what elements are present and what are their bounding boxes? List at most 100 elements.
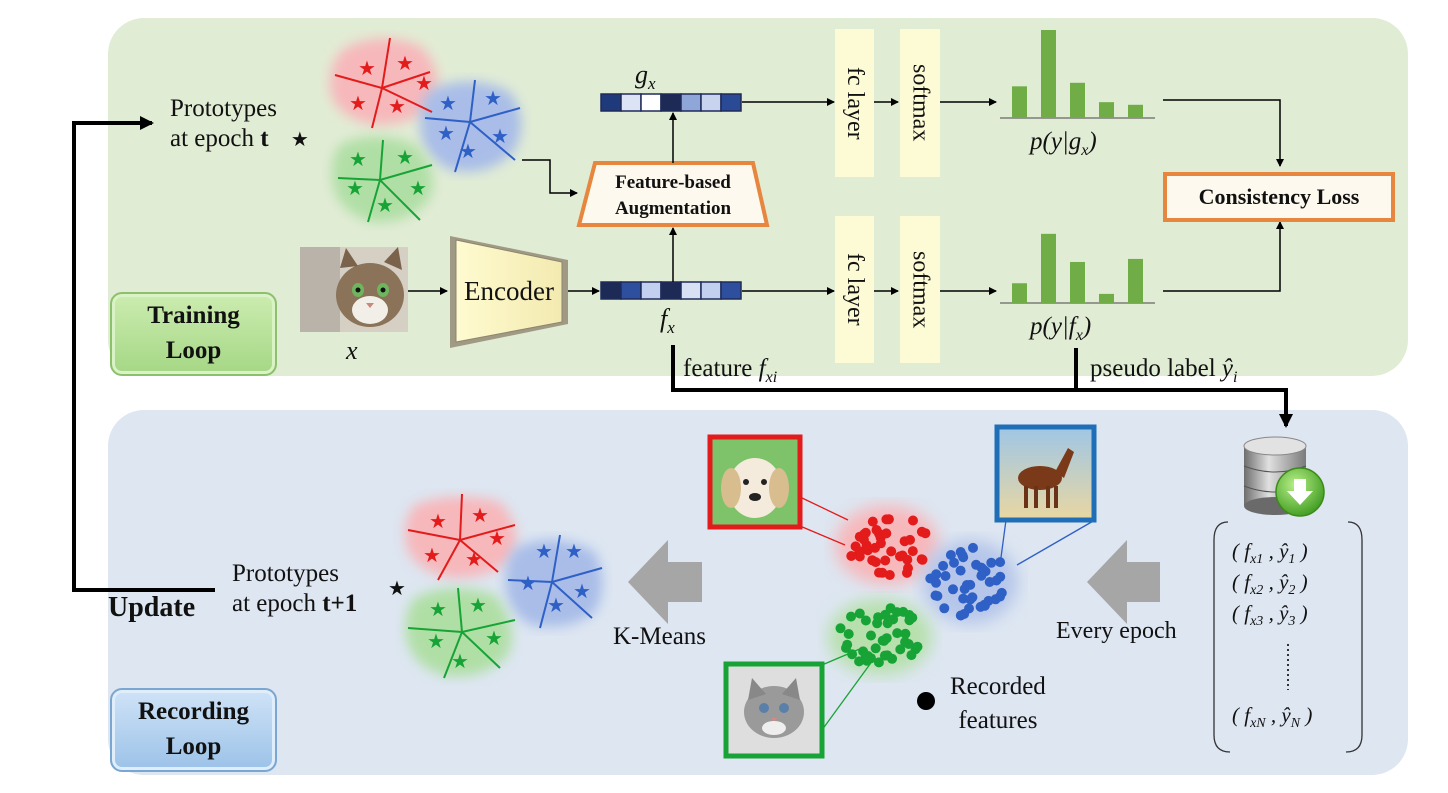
fx-label: fx	[660, 304, 675, 338]
p-fx-label: p(y|fx)	[1030, 313, 1092, 344]
histogram-bar	[1070, 82, 1085, 118]
encoder-block	[450, 236, 568, 348]
gx-histogram	[1000, 30, 1155, 119]
recorded-feature-dot	[900, 628, 911, 639]
recorded-feature-dot	[867, 516, 878, 527]
recorded-feature-dot	[906, 650, 917, 661]
recorded-feature-dot	[843, 629, 854, 639]
histogram-bar	[1099, 102, 1114, 118]
svg-text:★: ★	[396, 51, 414, 75]
recorded-feature-dot	[887, 653, 898, 664]
histogram-bar	[1128, 104, 1143, 118]
svg-text:★: ★	[439, 91, 457, 115]
svg-text:★: ★	[346, 176, 364, 200]
fx-feature-vector	[600, 281, 742, 300]
fx-histogram	[1000, 233, 1155, 304]
svg-text:★: ★	[547, 593, 565, 617]
pair-row-n: ( fxN , ŷN )	[1232, 703, 1313, 732]
recorded-feature-dot	[975, 601, 986, 612]
svg-text:★: ★	[471, 503, 489, 527]
recorded-feature-dot	[905, 534, 915, 545]
recorded-feature-dot	[939, 603, 950, 614]
histogram-bar	[1041, 30, 1056, 118]
recorded-feature-dot	[945, 550, 956, 560]
green-stars: ★★★ ★★	[346, 145, 427, 217]
recorded-feature-dot	[841, 643, 851, 653]
puppy-thumbnail	[707, 434, 803, 530]
pair-list-brackets	[1213, 521, 1363, 753]
star-icon: ★	[388, 576, 406, 600]
svg-text:★: ★	[535, 539, 553, 563]
blue-cluster-boundaries	[424, 79, 521, 173]
recorded-feature-dot	[872, 618, 883, 629]
recorded-feature-dot	[931, 569, 942, 580]
recorded-feature-dot	[907, 612, 918, 623]
recorded-feature-dot	[903, 639, 914, 649]
svg-text:★: ★	[519, 571, 537, 595]
svg-text:★: ★	[485, 626, 503, 650]
recorded-feature-dot	[860, 527, 871, 538]
recorded-feature-dot	[871, 525, 882, 535]
recorded-feature-dot	[860, 615, 871, 626]
svg-text:★: ★	[427, 629, 445, 653]
recorded-feature-dot	[958, 593, 969, 604]
recorded-feature-clusters	[828, 505, 1018, 710]
svg-text:★: ★	[437, 121, 455, 145]
recorded-feature-dot	[940, 571, 951, 581]
recorded-feature-dot	[938, 560, 949, 571]
consistency-loss-box: Consistency Loss	[1163, 172, 1395, 222]
recorded-feature-dot	[866, 630, 876, 641]
recorded-feature-dot	[907, 546, 918, 557]
svg-text:★: ★	[376, 193, 394, 217]
svg-text:★: ★	[358, 56, 376, 80]
update-label: Update	[108, 592, 196, 623]
blue-cluster-blob	[419, 81, 522, 172]
p-gx-label: p(y|gx)	[1030, 128, 1097, 159]
red-cluster-boundaries	[334, 37, 433, 129]
recorded-feature-dot	[891, 607, 902, 618]
recorded-feature-dot	[959, 609, 970, 619]
recorded-feature-dot	[870, 643, 881, 654]
svg-text:★: ★	[396, 145, 414, 169]
gx-feature-vector	[600, 93, 742, 112]
histogram-bar	[1128, 258, 1143, 303]
histogram-bar	[1099, 293, 1114, 303]
svg-text:★: ★	[573, 579, 591, 603]
svg-text:★: ★	[484, 86, 502, 110]
svg-text:★: ★	[465, 547, 483, 571]
svg-text:★: ★	[349, 147, 367, 171]
blue-stars: ★★★ ★★	[437, 86, 509, 163]
svg-text:★: ★	[423, 543, 441, 567]
pseudo-label-text: pseudo label ŷi	[1090, 355, 1238, 386]
softmax-top: softmax	[900, 29, 940, 177]
database-icon	[1243, 436, 1325, 517]
kmeans-arrow-icon	[628, 540, 702, 624]
kmeans-label: K-Means	[613, 623, 707, 650]
recorded-feature-dot	[881, 528, 892, 539]
recorded-feature-dot	[884, 570, 895, 580]
star-icon: ★	[290, 127, 309, 151]
recorded-feature-dot	[996, 587, 1007, 598]
svg-text:★: ★	[409, 176, 427, 200]
recorded-feature-dot	[882, 618, 893, 629]
kitten-thumbnail	[723, 661, 825, 759]
recorded-feature-dot	[955, 565, 966, 576]
recorded-feature-dot	[990, 594, 1001, 605]
recorded-feature-dot	[846, 551, 857, 561]
recorded-feature-dot	[877, 635, 888, 646]
recorded-feature-legend-dot	[917, 692, 935, 710]
gx-label: gx	[635, 60, 656, 94]
red-stars: ★★★ ★★	[349, 51, 433, 118]
training-prototypes-label: Prototypes at epoch t ★	[170, 95, 309, 152]
histogram-bar	[1012, 283, 1027, 303]
svg-text:★: ★	[429, 509, 447, 533]
augmentation-box	[576, 161, 770, 227]
every-epoch-label: Every epoch	[1056, 618, 1177, 644]
recorded-feature-dot	[880, 555, 891, 566]
recorded-feature-dot	[881, 514, 892, 525]
feature-fxi-label: feature fxi	[683, 355, 778, 386]
